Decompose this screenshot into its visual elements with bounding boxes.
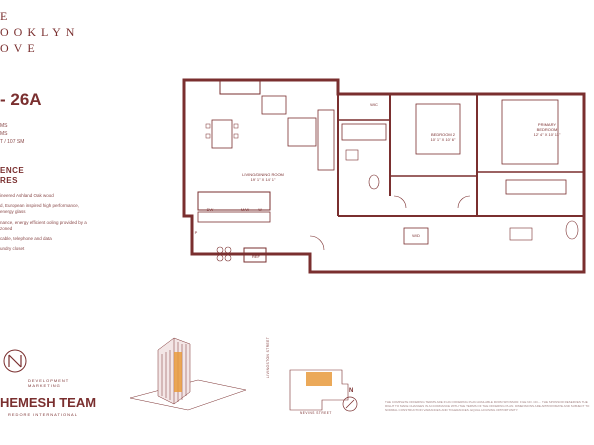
room-wic: WIC: [370, 102, 378, 107]
disclaimer-text: THE COMPLETE OFFERING TERMS ARE IN AN OF…: [385, 400, 590, 412]
feature-item: ineered Ashland Oak wood: [0, 193, 54, 198]
key-plan: [289, 369, 358, 412]
room-primary-name2: BEDROOM: [536, 127, 558, 132]
feature-item: undry closet: [0, 246, 25, 252]
compass-icon: [342, 396, 358, 412]
spec-area: T / 107 SM: [0, 139, 25, 145]
team-subtitle: REDORE INTERNATIONAL: [8, 412, 78, 417]
team-name: HEMESH TEAM: [0, 395, 97, 410]
residence-features-heading: ENCE RES: [0, 166, 24, 186]
street-label-livingston: LIVINGSTON STREET: [266, 336, 270, 378]
street-label-nevins: NEVINS STREET: [300, 411, 332, 415]
floor-plan: [182, 78, 586, 274]
room-bedroom2-name: BEDROOM 2: [430, 132, 455, 137]
appliance-mw: M/W: [240, 207, 250, 212]
unit-title: - 26A: [0, 90, 42, 109]
appliance-ref: REF: [252, 254, 260, 259]
heading-line-1: ENCE: [0, 166, 25, 175]
room-living-dims: 19' 1" X 14' 1": [250, 177, 276, 182]
developer-line-1: DEVELOPMENT: [28, 378, 70, 383]
unit-specs: MS MS T / 107 SM: [0, 122, 24, 146]
feature-item: d, European inspired high performance, e…: [0, 203, 80, 215]
heading-line-2: RES: [0, 176, 18, 185]
feature-list: ineered Ashland Oak wood d, European ins…: [0, 193, 90, 256]
developer-logo-icon: [3, 349, 27, 373]
developer-name: DEVELOPMENT MARKETING: [28, 378, 69, 388]
developer-line-2: MARKETING: [28, 383, 61, 388]
brand-line-2: OOKLYN: [0, 25, 80, 39]
unit-highlight: [174, 352, 182, 392]
appliance-w: W: [258, 207, 262, 212]
north-label: N: [349, 388, 354, 394]
spec-bedrooms: MS: [0, 123, 8, 129]
room-primary-dims: 12' 4" X 10' 11": [533, 132, 561, 137]
room-wd: W/D: [412, 233, 420, 238]
brand-line-1: E: [0, 9, 13, 23]
brand-logo: E OOKLYN OVE: [0, 8, 79, 56]
feature-item: cable, telephone and data: [0, 236, 52, 242]
room-living: LIVING/DINING ROOM 19' 1" X 14' 1": [228, 172, 298, 182]
room-bedroom2-dims: 10' 1" X 10' 6": [430, 137, 456, 142]
appliance-pantry: P: [194, 230, 198, 235]
room-living-name: LIVING/DINING ROOM: [242, 172, 284, 177]
keyplan-unit-highlight: [306, 372, 332, 386]
appliance-dw: DW: [206, 207, 214, 212]
feature-item: nance, energy efficient ooling provided …: [0, 219, 87, 231]
room-primary: PRIMARY BEDROOM 12' 4" X 10' 11": [522, 122, 572, 137]
room-bedroom2: BEDROOM 2 10' 1" X 10' 6": [418, 132, 468, 142]
spec-bathrooms: MS: [0, 131, 8, 137]
building-illustration: [129, 337, 247, 411]
brand-line-3: OVE: [0, 41, 40, 55]
room-primary-name: PRIMARY: [537, 122, 557, 127]
